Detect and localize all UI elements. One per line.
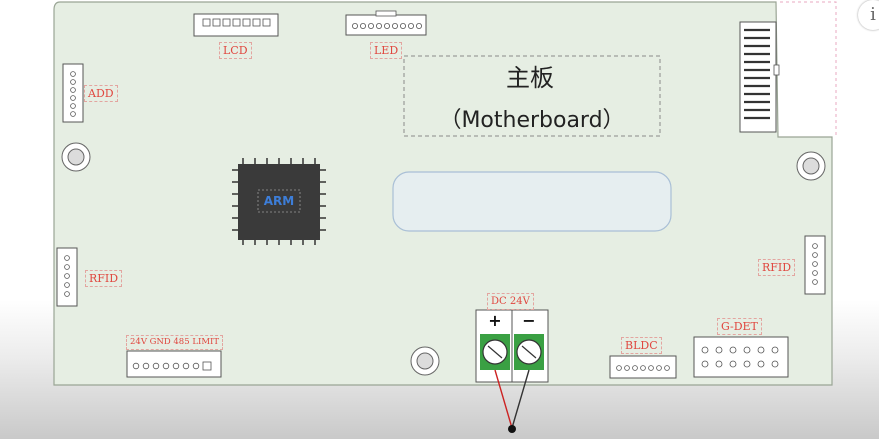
rfid-right-connector (804, 235, 826, 295)
arm-chip (232, 158, 326, 245)
add-connector (62, 63, 84, 123)
board-subtitle: （Motherboard） (439, 108, 625, 133)
label-gdet: G-DET (717, 318, 762, 335)
label-add: ADD (84, 85, 118, 102)
gdet-connector (693, 336, 789, 378)
mount-hole-left (61, 142, 91, 172)
title-box (403, 55, 661, 137)
dc-terminal-block (475, 309, 549, 383)
bldc-connector (609, 355, 677, 379)
label-rfid-left: RFID (85, 270, 123, 287)
label-dc: DC 24V (487, 293, 534, 310)
mount-hole-bottom (410, 346, 440, 376)
power-wires (494, 369, 530, 429)
label-rfid-right: RFID (758, 259, 796, 276)
rfid-left-connector (56, 247, 78, 307)
info-button[interactable]: i (858, 0, 879, 30)
terminal-minus: − (522, 311, 536, 330)
label-bldc: BLDC (621, 337, 662, 354)
label-led: LED (370, 42, 403, 59)
display-window (392, 171, 672, 232)
label-lcd: LCD (219, 42, 252, 59)
board-title: 主板 (506, 64, 554, 92)
lcd-connector (193, 13, 279, 37)
bottom-left-connector (126, 350, 222, 378)
terminal-plus: + (488, 311, 502, 330)
mount-hole-right (796, 151, 826, 181)
side-connector (739, 21, 780, 133)
label-bottom-connector: 24V GND 485 LIMIT (126, 335, 224, 350)
led-connector (345, 10, 427, 36)
board-cut-outline (780, 1, 837, 137)
chip-label: ARM (263, 194, 295, 208)
wire-junction (508, 425, 516, 433)
